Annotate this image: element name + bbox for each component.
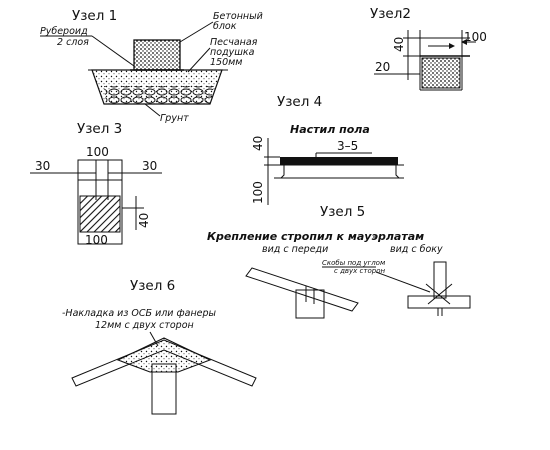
node-3-hatched-block — [79, 195, 121, 233]
rafter-fixing-caption: Крепление стропил к мауэрлатам — [207, 230, 424, 243]
node-4-title: Узел 4 — [277, 94, 322, 110]
node-3-dim-left-30: 30 — [35, 159, 50, 173]
node-2-title: Узел2 — [370, 6, 411, 22]
node-3-title: Узел 3 — [77, 121, 122, 137]
roofing-felt-label: Рубероид — [40, 26, 88, 37]
node-5-title: Узел 5 — [320, 204, 365, 220]
gravel-layer — [104, 86, 214, 104]
joist-ends — [280, 165, 400, 179]
node-5: Узел 5 Крепление стропил к мауэрлатам ви… — [207, 204, 471, 319]
ground-leader — [144, 103, 161, 117]
node-6-king-post — [151, 363, 177, 415]
node-2-block — [421, 57, 461, 89]
roofing-felt-layers-label: 2 слоя — [57, 37, 89, 48]
node-6-gusset-plate — [116, 337, 212, 373]
brackets-note-1: Скобы под углом — [322, 259, 386, 267]
node-6-title: Узел 6 — [130, 278, 175, 294]
front-view-rafter — [245, 267, 359, 312]
floor-board — [280, 157, 398, 165]
brackets-note-leader — [375, 271, 431, 293]
concrete-block-label-2: блок — [213, 21, 237, 32]
node-6: Узел 6 -Накладка из ОСБ или фанеры 12мм … — [62, 278, 257, 415]
side-view-nails — [437, 308, 443, 316]
node-1: Узел 1 Рубероид 2 слоя Бетонный блок Пес… — [40, 8, 263, 124]
side-view-bracket-2 — [427, 283, 453, 305]
concrete-block — [133, 39, 181, 71]
floor-deck-caption: Настил пола — [290, 123, 370, 136]
concrete-block-label: Бетонный — [213, 11, 263, 22]
gusset-note-2: 12мм с двух сторон — [95, 320, 194, 331]
side-view-rafter — [433, 261, 447, 299]
sand-cushion-label: Песчаная — [210, 37, 258, 48]
gusset-note-1: -Накладка из ОСБ или фанеры — [62, 308, 217, 319]
node-3-dim-40: 40 — [137, 213, 151, 228]
sand-cushion-thickness: 150мм — [210, 57, 242, 68]
node-2-dim-40: 40 — [392, 37, 406, 52]
node-3-dim-right-30: 30 — [142, 159, 157, 173]
node-3-dim-bottom-100: 100 — [85, 233, 108, 247]
side-view-wall-plate — [407, 295, 471, 309]
node-4-dim-100: 100 — [251, 181, 265, 204]
front-view-wall-plate — [295, 289, 325, 319]
sand-cushion-label-2: подушка — [210, 47, 255, 58]
node-4: Узел 4 Настил пола 3–5 40 100 — [251, 94, 404, 205]
sand-cushion-leader — [187, 47, 211, 73]
node-2: Узел2 40 100 20 — [370, 6, 487, 91]
roofing-felt-leader — [91, 35, 135, 67]
ground-label: Грунт — [160, 113, 189, 124]
concrete-block-leader — [179, 21, 214, 43]
node-3-post — [77, 159, 123, 245]
node-1-title: Узел 1 — [72, 8, 117, 24]
brackets-note-2: с двух сторон — [334, 267, 385, 275]
node-4-dim-40: 40 — [251, 136, 265, 151]
side-view-bracket-1 — [425, 283, 451, 305]
front-view-label: вид с переди — [262, 244, 328, 255]
node-3-dim-top-100: 100 — [86, 145, 109, 159]
node-4-dim-gap: 3–5 — [337, 139, 358, 153]
side-view-label: вид с боку — [390, 244, 443, 255]
node-3: Узел 3 100 30 30 40 100 — [30, 121, 162, 247]
node-2-dim-20: 20 — [375, 60, 390, 74]
node-2-dim-100: 100 — [464, 30, 487, 44]
